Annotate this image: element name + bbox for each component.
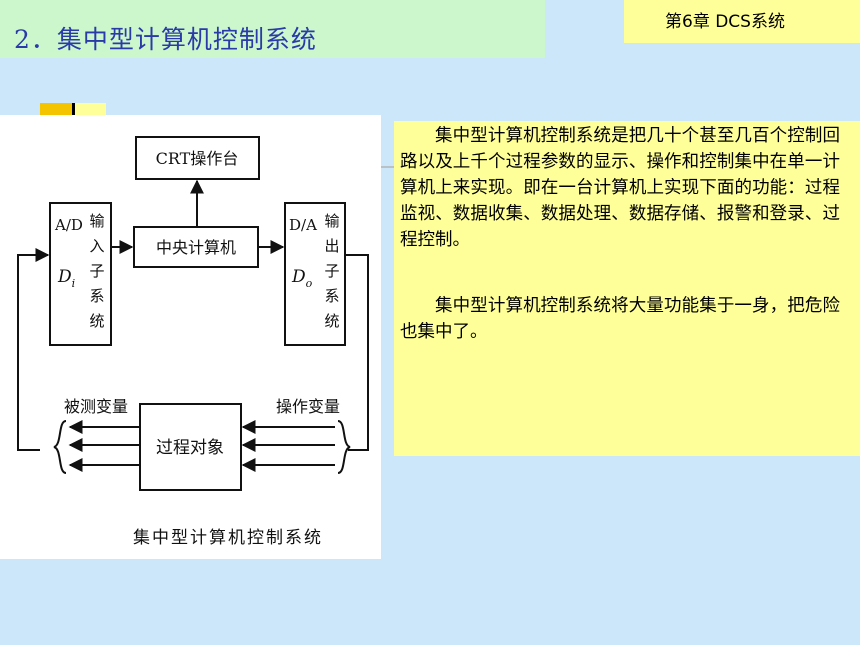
diagram-panel: CRT操作台 中央计算机 A/D Di 输入子系统 D/A Do 输出子系统 过… <box>0 115 381 559</box>
measured-feedback-line <box>17 248 50 451</box>
paragraph-1: 集中型计算机控制系统是把几十个甚至几百个控制回路以及上千个过程参数的显示、操作和… <box>400 126 840 250</box>
text-box <box>394 121 860 456</box>
do-label: Do <box>291 267 313 290</box>
measured-brace <box>53 420 67 474</box>
input-subsystem-box <box>49 202 112 346</box>
manipulated-output-line <box>345 254 369 451</box>
diagram-caption: 集中型计算机控制系统 <box>133 528 323 548</box>
process-object-box <box>139 403 242 491</box>
output-subsystem-label: 输出子系统 <box>324 212 339 330</box>
output-subsystem-box <box>284 202 346 346</box>
measured-arrows <box>68 420 140 472</box>
crt-box <box>135 136 260 180</box>
central-computer-label: 中央计算机 <box>156 238 236 257</box>
chapter-label: 第6章 DCS系统 <box>665 12 785 32</box>
page-title: 2．集中型计算机控制系统 <box>14 25 317 54</box>
measured-variable-label: 被测变量 <box>64 397 128 416</box>
manipulated-arrows <box>241 420 335 472</box>
process-object-label: 过程对象 <box>156 438 224 458</box>
connector-line <box>381 166 395 168</box>
chapter-box <box>624 0 860 43</box>
input-subsystem-label: 输入子系统 <box>89 212 104 330</box>
crt-label: CRT操作台 <box>156 149 239 168</box>
ad-label: A/D <box>54 216 83 234</box>
di-label: Di <box>57 267 75 290</box>
manipulated-brace <box>337 420 351 474</box>
title-bar <box>0 0 545 58</box>
control-system-diagram: CRT操作台 中央计算机 A/D Di 输入子系统 D/A Do 输出子系统 过… <box>17 136 369 548</box>
da-label: D/A <box>289 216 317 234</box>
paragraph-2: 集中型计算机控制系统将大量功能集于一身，把危险也集中了。 <box>400 296 840 342</box>
manipulated-variable-label: 操作变量 <box>276 397 340 416</box>
